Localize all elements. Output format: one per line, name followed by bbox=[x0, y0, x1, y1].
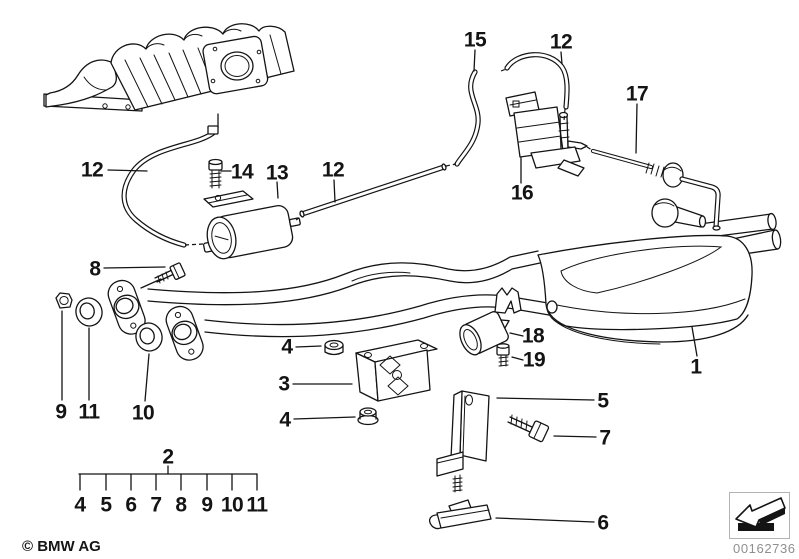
part-label-15: 15 bbox=[463, 28, 487, 52]
part-label-2: 2 bbox=[162, 445, 174, 469]
pipe-flange-rear bbox=[165, 305, 204, 361]
intake-manifold-drawing bbox=[43, 23, 295, 129]
pipe-flange-front bbox=[107, 279, 146, 335]
part-label-11: 11 bbox=[78, 400, 100, 424]
grommet-4-upper bbox=[324, 339, 344, 356]
part-label-9: 9 bbox=[55, 400, 67, 424]
part-label-4: 4 bbox=[279, 408, 291, 432]
part-label-18: 18 bbox=[521, 324, 545, 348]
gasket-ring-10 bbox=[135, 322, 163, 352]
vacuum-pipe-17 bbox=[590, 148, 721, 231]
copyright-text: © BMW AG bbox=[22, 538, 101, 555]
part-label-3: 3 bbox=[278, 372, 290, 396]
part-label-11: 11 bbox=[246, 493, 268, 517]
muffler-mount-grommet bbox=[651, 198, 707, 228]
pipe-12-straight bbox=[299, 163, 447, 218]
canister-13 bbox=[202, 205, 301, 260]
part-label-6: 6 bbox=[597, 511, 609, 535]
hose-15 bbox=[454, 69, 481, 167]
nut-9 bbox=[55, 292, 73, 309]
legend-bracket-2 bbox=[78, 465, 258, 491]
part-label-14: 14 bbox=[230, 160, 254, 184]
nut-4-lower bbox=[357, 407, 379, 426]
dashed-connectors bbox=[184, 68, 593, 246]
hose-12-right bbox=[504, 52, 570, 110]
rubber-mount-bracket-3 bbox=[355, 339, 438, 402]
pipe-clamp-saddle bbox=[494, 287, 522, 314]
leader-lines bbox=[61, 49, 698, 523]
part-label-4: 4 bbox=[74, 493, 86, 517]
part-label-1: 1 bbox=[690, 355, 702, 379]
direction-arrow-icon bbox=[735, 497, 786, 531]
part-label-5: 5 bbox=[597, 389, 609, 413]
part-label-19: 19 bbox=[522, 348, 546, 372]
part-label-10: 10 bbox=[131, 401, 155, 425]
part-label-16: 16 bbox=[510, 181, 534, 205]
part-label-7: 7 bbox=[150, 493, 162, 517]
front-exhaust-pipes bbox=[147, 250, 550, 338]
part-label-13: 13 bbox=[265, 161, 289, 185]
part-label-17: 17 bbox=[625, 82, 649, 106]
part-label-12: 12 bbox=[321, 158, 345, 182]
pressure-converter-valve-16 bbox=[505, 91, 588, 177]
bolt-19 bbox=[496, 343, 510, 367]
part-label-4: 4 bbox=[281, 335, 293, 359]
vent-hose-12-left bbox=[121, 125, 219, 248]
direction-arrow-box bbox=[729, 492, 790, 539]
gasket-ring-11 bbox=[75, 297, 103, 327]
clamp-6 bbox=[429, 499, 492, 530]
hanger-bracket-5 bbox=[436, 390, 490, 493]
part-label-8: 8 bbox=[89, 257, 101, 281]
canister-bracket bbox=[203, 190, 254, 208]
part-label-7: 7 bbox=[599, 426, 611, 450]
bolt-8 bbox=[154, 262, 186, 284]
image-number: 00162736 bbox=[733, 541, 796, 556]
part-label-5: 5 bbox=[100, 493, 112, 517]
rubber-bush-18 bbox=[459, 311, 510, 356]
bolt-14 bbox=[208, 158, 223, 189]
part-label-10: 10 bbox=[220, 493, 244, 517]
rear-muffler bbox=[537, 234, 753, 345]
part-label-12: 12 bbox=[80, 158, 104, 182]
part-label-8: 8 bbox=[175, 493, 187, 517]
part-label-9: 9 bbox=[201, 493, 213, 517]
bolt-7 bbox=[507, 414, 550, 443]
part-label-12: 12 bbox=[549, 30, 573, 54]
part-label-6: 6 bbox=[125, 493, 137, 517]
